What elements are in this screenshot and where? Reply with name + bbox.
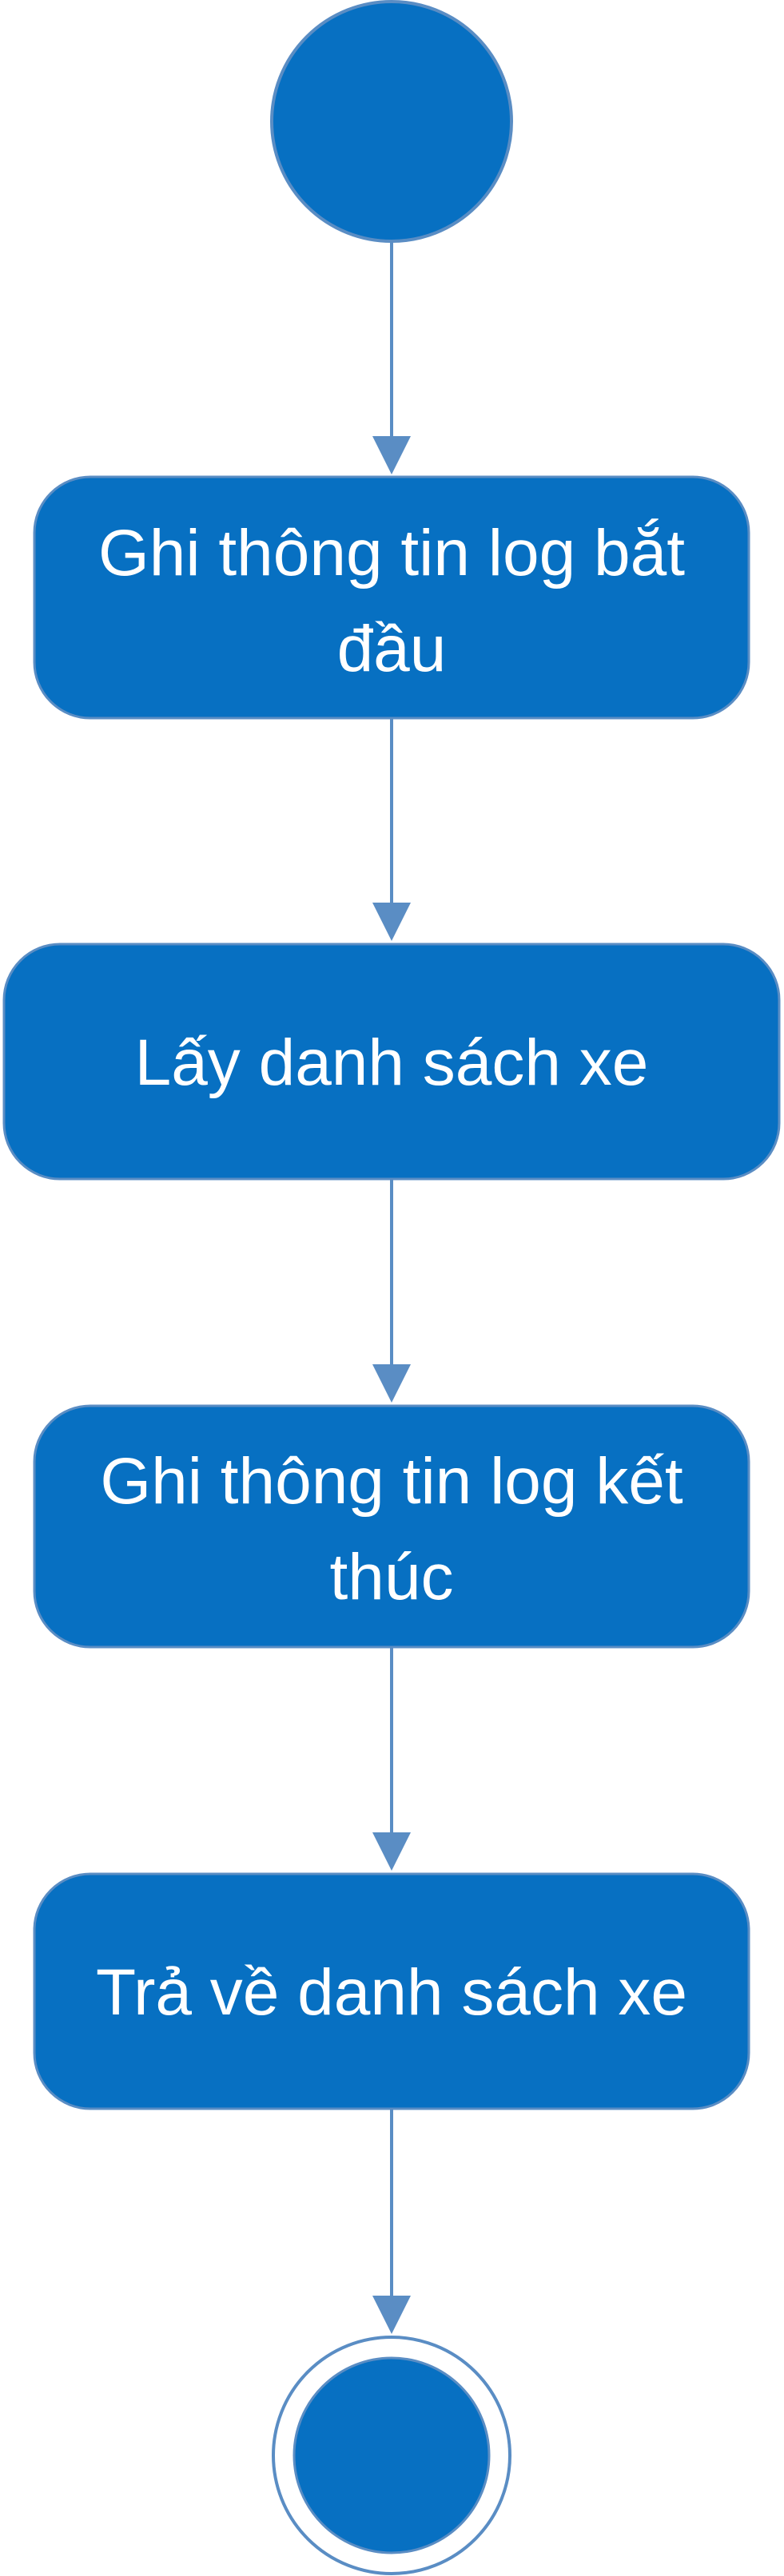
action-label-line: đầu	[337, 613, 447, 685]
edge-start-to-log-start	[372, 242, 411, 474]
arrow-head-icon	[372, 2296, 411, 2334]
action-label-line: Ghi thông tin log bắt	[98, 517, 685, 589]
action-label-line: Trả về danh sách xe	[96, 1956, 687, 2029]
action-return-list: Trả về danh sách xe	[33, 1872, 750, 2110]
action-label-line: Ghi thông tin log kết	[100, 1445, 683, 1518]
edge-log-end-to-return-list	[372, 1647, 411, 1871]
arrow-head-icon	[372, 1364, 411, 1403]
action-get-list: Lấy danh sách xe	[2, 943, 781, 1181]
arrow-head-icon	[372, 436, 411, 474]
edges	[372, 242, 411, 2334]
arrow-head-icon	[372, 903, 411, 941]
final-node	[272, 2336, 511, 2575]
action-log-start: Ghi thông tin log bắt đầu	[33, 475, 750, 720]
action-log-end: Ghi thông tin log kết thúc	[33, 1404, 750, 1649]
action-label-line: Lấy danh sách xe	[135, 1026, 649, 1099]
edge-return-list-to-end	[372, 2109, 411, 2334]
edge-log-start-to-get-list	[372, 717, 411, 941]
edge-get-list-to-log-end	[372, 1179, 411, 1403]
arrow-head-icon	[372, 1832, 411, 1871]
initial-node	[270, 0, 513, 243]
action-label-line: thúc	[330, 1541, 454, 1613]
